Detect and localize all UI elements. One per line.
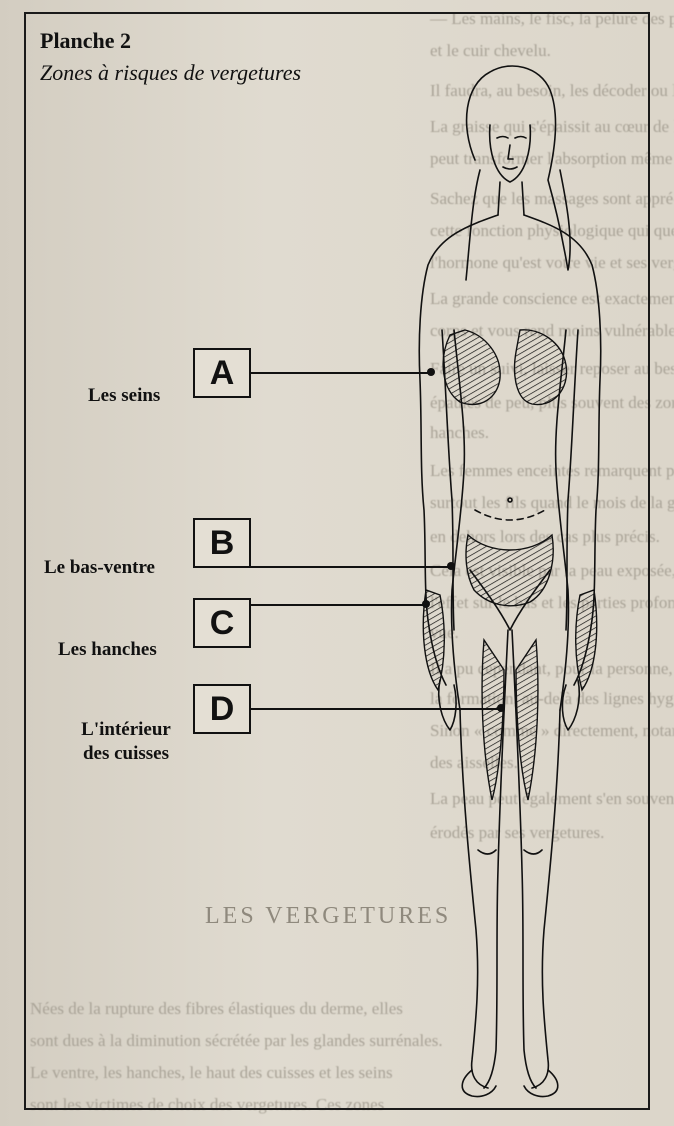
hair-outline xyxy=(467,66,571,270)
zone-c-label: Les hanches xyxy=(58,638,157,662)
zone-d-box: D xyxy=(193,684,251,734)
zone-b-box: B xyxy=(193,518,251,568)
face-outline xyxy=(490,125,531,182)
zone-c-box: C xyxy=(193,598,251,648)
right-leg-outer xyxy=(532,710,560,1088)
zone-b-abdomen-hatch xyxy=(466,535,553,606)
zone-a-box: A xyxy=(193,348,251,398)
zone-c-marker-dot xyxy=(422,600,430,608)
female-body-illustration xyxy=(380,30,640,1110)
zone-d-marker-dot xyxy=(497,704,505,712)
zone-c-right-hip-hatch xyxy=(576,590,597,690)
zone-a-right-breast-hatch xyxy=(515,330,567,405)
left-leg-outer xyxy=(460,710,488,1088)
zone-b-marker-dot xyxy=(447,562,455,570)
zone-b-label: Le bas-ventre xyxy=(44,556,155,580)
zone-a-marker-dot xyxy=(427,368,435,376)
zone-d-label: L'intérieur des cuisses xyxy=(68,718,184,766)
zone-a-left-breast-hatch xyxy=(443,330,500,405)
plate-title: Planche 2 xyxy=(40,28,131,54)
plate-subtitle: Zones à risques de vergetures xyxy=(40,60,301,86)
zone-a-label: Les seins xyxy=(88,384,160,408)
